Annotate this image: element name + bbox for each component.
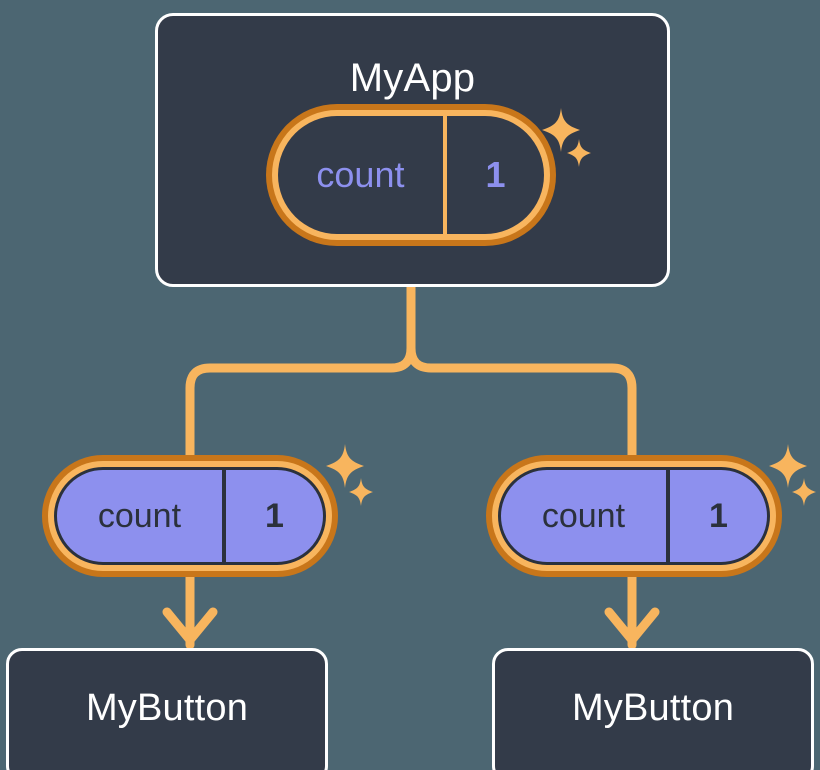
state-value: 1 <box>665 470 767 562</box>
state-key: count <box>541 496 626 535</box>
arrow-left-head-icon <box>162 607 218 645</box>
state-value: 1 <box>221 470 323 562</box>
state-pill-inner-ring: count 1 <box>272 110 550 240</box>
state-key: count <box>316 154 405 195</box>
node-mybutton-left-label: MyButton <box>85 687 249 729</box>
connector-right-branch <box>406 282 637 460</box>
arrow-right-head-icon <box>604 607 660 645</box>
state-pill-inner-ring: count 1 <box>48 461 332 571</box>
state-pill-body: count 1 <box>54 467 326 565</box>
connector-left-branch <box>185 282 416 460</box>
state-pill-myapp[interactable]: count 1 <box>266 104 556 246</box>
state-pill-body: count 1 <box>498 467 770 565</box>
state-pill-child-right[interactable]: count 1 <box>486 455 782 577</box>
state-pill-child-left[interactable]: count 1 <box>42 455 338 577</box>
state-pill-inner-ring: count 1 <box>492 461 776 571</box>
node-myapp-label: MyApp <box>349 56 476 100</box>
node-mybutton-left-card[interactable]: MyButton <box>6 648 328 770</box>
node-mybutton-right-card[interactable]: MyButton <box>492 648 814 770</box>
state-value: 1 <box>442 116 544 234</box>
state-pill-body: count 1 <box>278 116 544 234</box>
state-key: count <box>97 496 182 535</box>
node-mybutton-right-label: MyButton <box>571 687 735 729</box>
